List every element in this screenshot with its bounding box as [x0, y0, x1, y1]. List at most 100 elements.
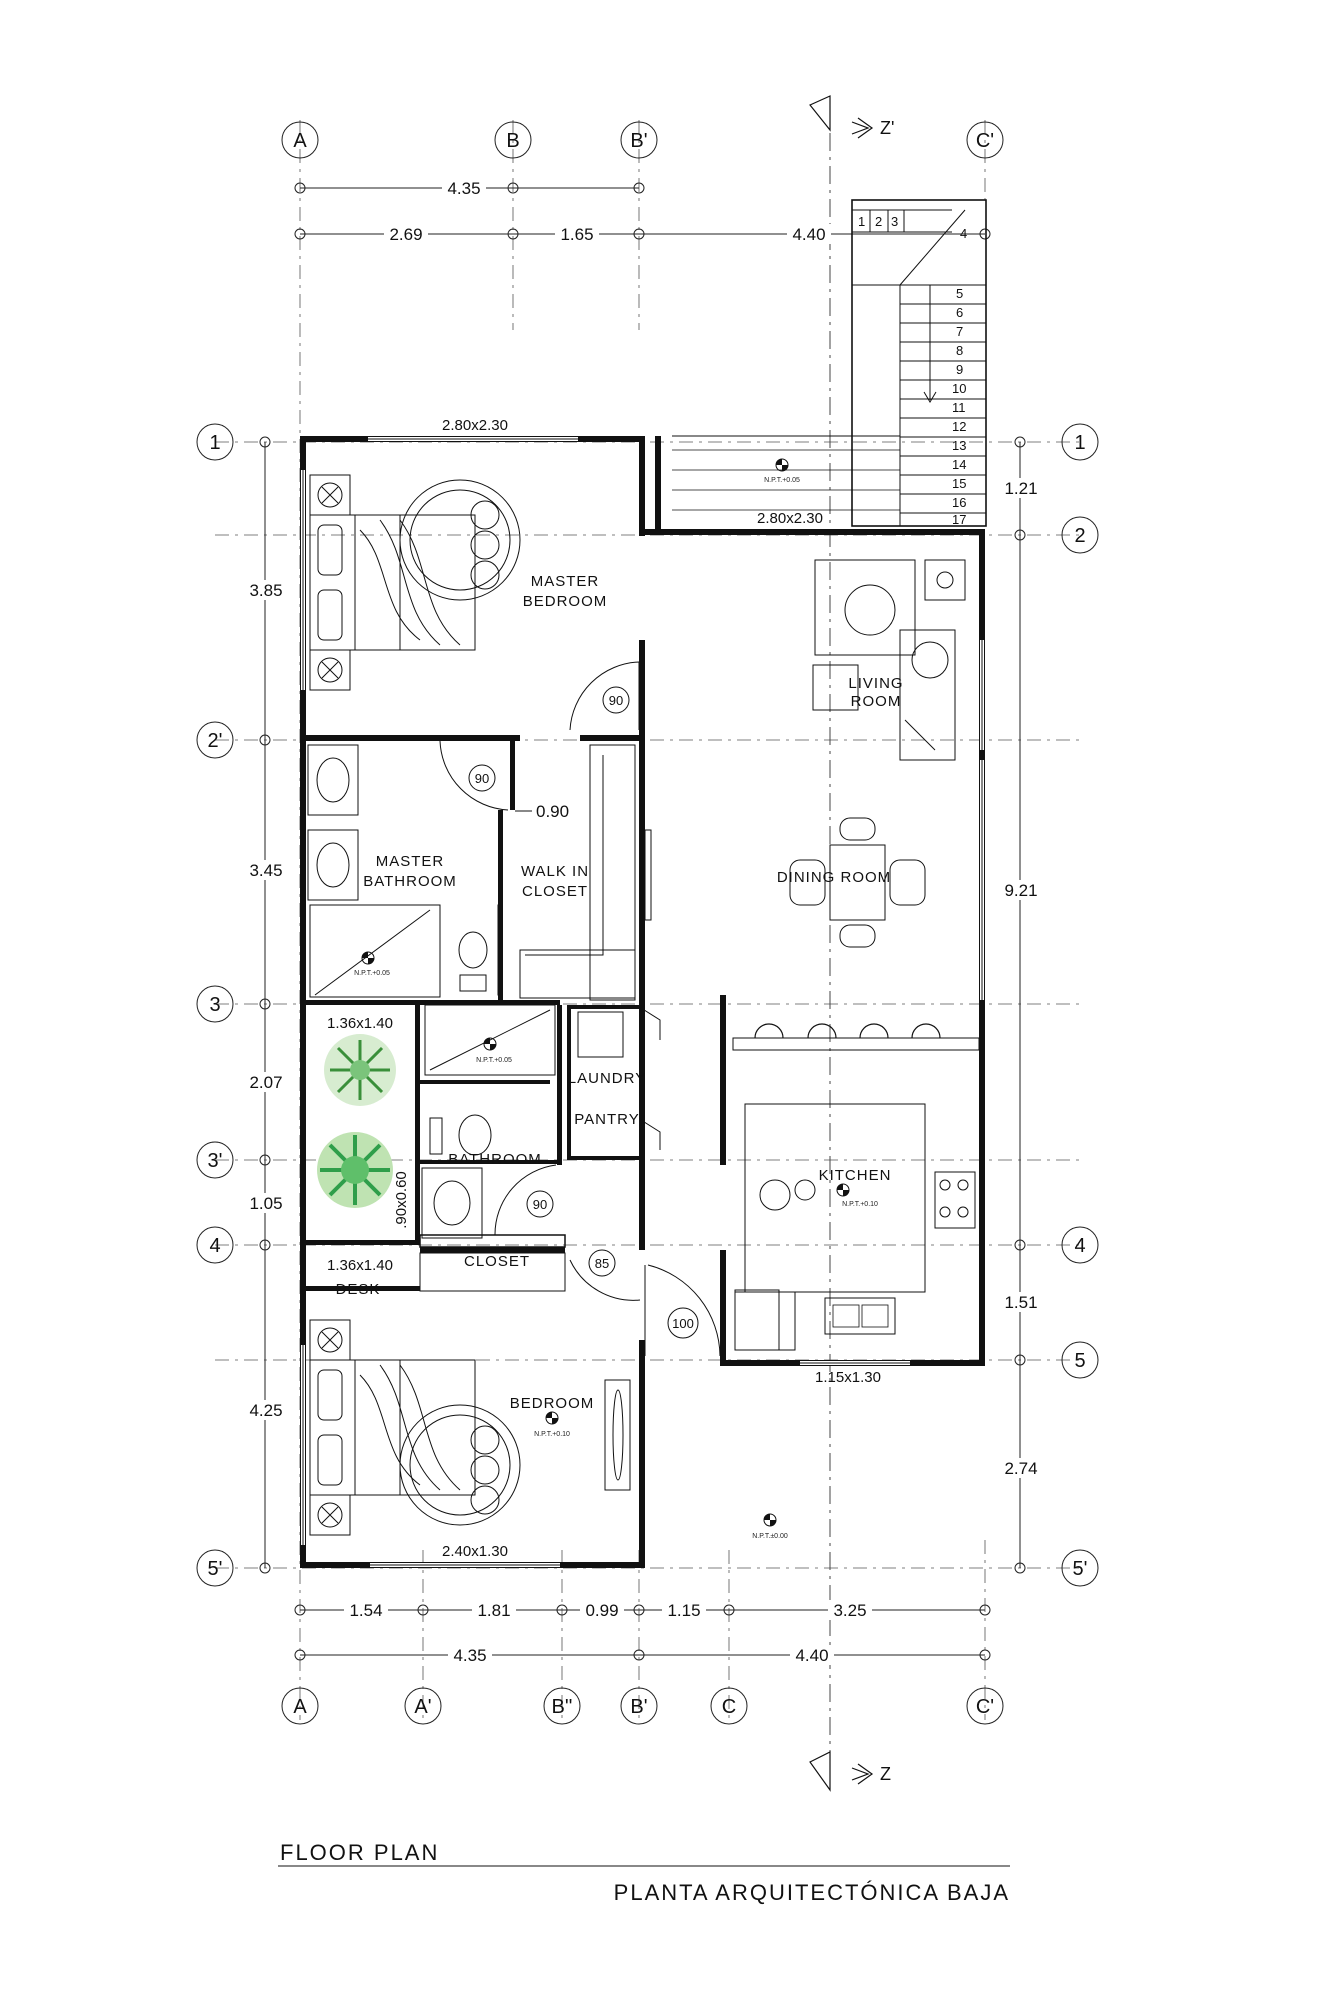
room-label-kitchen: KITCHEN [819, 1167, 892, 1184]
room-label-closet: CLOSET [464, 1253, 530, 1270]
level-markers: N.P.T.+0.05 N.P.T.+0.05 N.P.T.+0.05 N.P.… [354, 458, 878, 1540]
furniture-walk-in-closet [519, 744, 652, 1001]
furniture-master-bedroom [309, 474, 521, 691]
level-bath-shower: N.P.T.+0.05 [476, 1057, 512, 1064]
room-label-living-room-2: ROOM [851, 693, 902, 710]
svg-text:12: 12 [952, 419, 966, 434]
grid-lines [215, 100, 1080, 1790]
grid-bubbles-bottom: A A' B'' B' C C' [281, 1687, 1004, 1725]
grid-label-right-4: 4 [1074, 1235, 1085, 1257]
grid-label-right-5-prime: 5' [1073, 1558, 1088, 1580]
section-label-bottom: Z [880, 1764, 891, 1784]
window-label-bedroom: 2.40x1.30 [442, 1543, 508, 1560]
dim-bottom-0-99: 0.99 [585, 1601, 618, 1620]
room-label-walk-in-closet-1: WALK IN [521, 863, 589, 880]
dim-bottom-1-15: 1.15 [667, 1601, 700, 1620]
door-label-master-bedroom: 90 [609, 693, 623, 708]
section-label-top: Z' [880, 118, 894, 138]
walkway-width-label: 0.90 [536, 802, 569, 821]
door-label-bathroom: 90 [533, 1197, 547, 1212]
window-label-patio-side: .90x0.60 [393, 1171, 410, 1229]
furniture-laundry [577, 1011, 624, 1058]
grid-label-right-1: 1 [1074, 432, 1085, 454]
room-label-living-room-1: LIVING [848, 675, 903, 692]
walls [300, 435, 985, 1568]
drawing-title: FLOOR PLAN [280, 1840, 439, 1865]
svg-text:6: 6 [956, 305, 963, 320]
dim-right-1-51: 1.51 [1004, 1293, 1037, 1312]
svg-text:2: 2 [875, 214, 882, 229]
room-label-pantry: PANTRY [574, 1111, 639, 1128]
grid-label-top-b-prime: B' [630, 130, 647, 152]
dim-left-4-25: 4.25 [249, 1401, 282, 1420]
dim-right-2-74: 2.74 [1004, 1459, 1037, 1478]
room-label-laundry: LAUNDRY [568, 1070, 646, 1087]
window-label-patio-bottom: 1.36x1.40 [327, 1257, 393, 1274]
stair-treads [900, 303, 986, 514]
dim-bottom-1-81: 1.81 [477, 1601, 510, 1620]
room-labels: MASTER BEDROOM MASTER BATHROOM WALK IN C… [336, 573, 903, 1412]
dim-right-1-21: 1.21 [1004, 479, 1037, 498]
svg-text:14: 14 [952, 457, 966, 472]
grid-label-left-3: 3 [209, 994, 220, 1016]
room-label-master-bathroom-1: MASTER [376, 853, 445, 870]
window-label-patio-top: 1.36x1.40 [327, 1015, 393, 1032]
furniture-kitchen [759, 1179, 816, 1211]
dim-top-4-40: 4.40 [792, 225, 825, 244]
grid-label-bottom-c-prime: C' [976, 1696, 994, 1718]
svg-text:7: 7 [956, 324, 963, 339]
svg-text:5: 5 [956, 286, 963, 301]
grid-bubbles-right: 1 2 4 5 5' [1061, 423, 1099, 1587]
room-label-walk-in-closet-2: CLOSET [522, 883, 588, 900]
level-bedroom: N.P.T.+0.10 [534, 1431, 570, 1438]
grid-label-bottom-b-prime: B' [630, 1696, 647, 1718]
room-label-desk: DESK [336, 1281, 381, 1298]
room-label-dining-room: DINING ROOM [777, 869, 891, 886]
room-label-master-bedroom-1: MASTER [531, 573, 600, 590]
room-label-bedroom: BEDROOM [510, 1395, 595, 1412]
door-label-master-bathroom: 90 [475, 771, 489, 786]
dimension-ticks [259, 182, 1026, 1661]
svg-text:1: 1 [858, 214, 865, 229]
level-kitchen: N.P.T.+0.10 [842, 1201, 878, 1208]
furniture-living-room [812, 559, 966, 761]
level-exterior: N.P.T.±0.00 [752, 1533, 788, 1540]
svg-text:13: 13 [952, 438, 966, 453]
room-label-master-bathroom-2: BATHROOM [363, 873, 457, 890]
doors: 90 90 90 85 100 [439, 661, 721, 1357]
grid-label-left-2-prime: 2' [208, 730, 223, 752]
grid-label-left-5-prime: 5' [208, 1558, 223, 1580]
grid-label-right-5: 5 [1074, 1350, 1085, 1372]
svg-text:17: 17 [952, 512, 966, 527]
svg-text:3: 3 [891, 214, 898, 229]
furniture-master-bathroom [307, 744, 503, 998]
level-terrace: N.P.T.+0.05 [764, 477, 800, 484]
dim-right-9-21: 9.21 [1004, 881, 1037, 900]
dim-top-2-69: 2.69 [389, 225, 422, 244]
dim-bottom-1-54: 1.54 [349, 1601, 382, 1620]
svg-text:11: 11 [952, 400, 966, 415]
window-label-terrace: 2.80x2.30 [757, 510, 823, 527]
dim-left-2-07: 2.07 [249, 1073, 282, 1092]
grid-label-right-2: 2 [1074, 525, 1085, 547]
furniture-dining-room [789, 817, 926, 948]
stairs: 1 2 3 4 5 6 7 8 9 10 11 12 13 14 15 16 1… [851, 199, 987, 527]
svg-text:9: 9 [956, 362, 963, 377]
dim-top-4-35: 4.35 [447, 179, 480, 198]
door-label-bedroom: 85 [595, 1256, 609, 1271]
title-block: FLOOR PLAN PLANTA ARQUITECTÓNICA BAJA [278, 1840, 1010, 1905]
grid-label-top-a: A [293, 130, 307, 152]
grid-label-left-3-prime: 3' [208, 1150, 223, 1172]
dim-bottom-3-25: 3.25 [833, 1601, 866, 1620]
window-labels: 2.80x2.30 2.80x2.30 1.36x1.40 1.36x1.40 … [327, 417, 881, 1560]
room-label-bathroom: BATHROOM [448, 1151, 542, 1168]
grid-bubbles-top: A B B' C' [281, 121, 1004, 159]
window-label-top: 2.80x2.30 [442, 417, 508, 434]
svg-text:10: 10 [952, 381, 966, 396]
dim-left-3-45: 3.45 [249, 861, 282, 880]
plant-icon-bottom [317, 1132, 393, 1208]
grid-label-left-4: 4 [209, 1235, 220, 1257]
svg-text:8: 8 [956, 343, 963, 358]
door-label-kitchen: 100 [672, 1316, 694, 1331]
